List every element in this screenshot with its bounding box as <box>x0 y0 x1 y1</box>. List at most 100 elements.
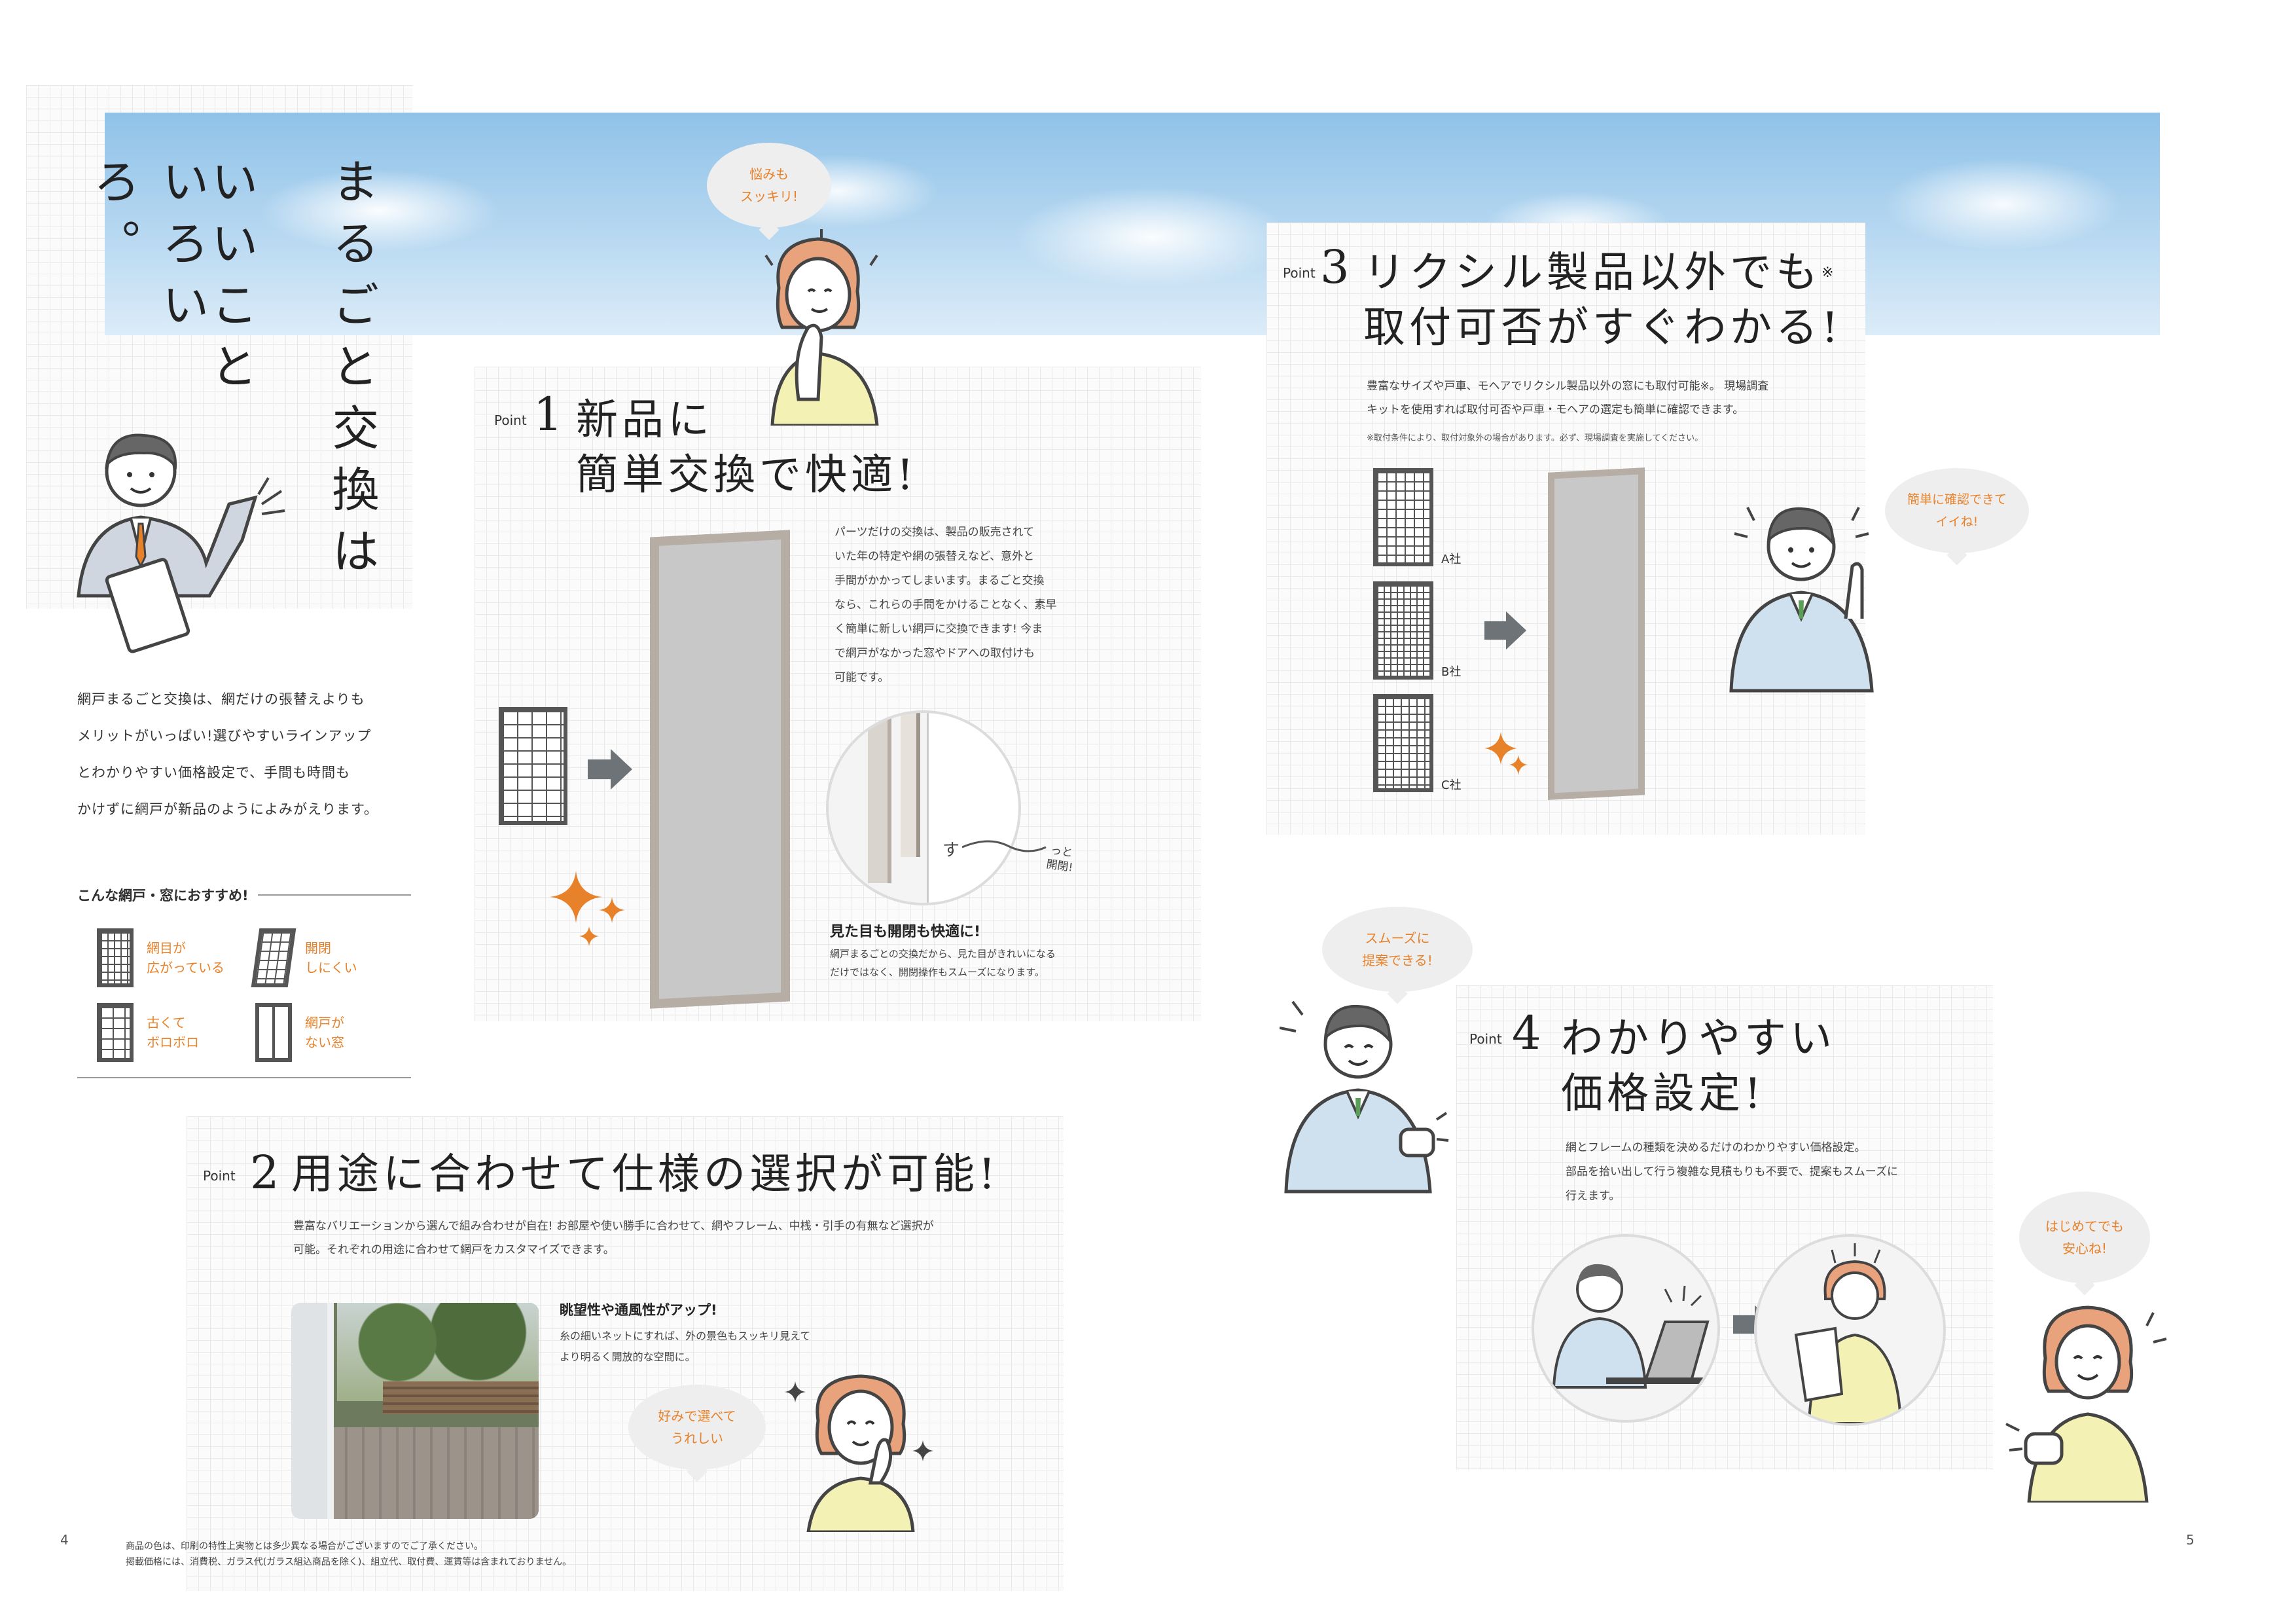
recommend-label: 網目が 広がっている <box>147 940 224 976</box>
body-line: 可能。それぞれの用途に合わせて網戸をカスタマイズできます。 <box>293 1243 615 1256</box>
body-line: で網戸がなかった窓やドアへの取付けも <box>834 647 1035 660</box>
point-title: わかりやすい 価格設定! <box>1561 1012 1836 1122</box>
arrow-right-icon <box>588 749 632 790</box>
point-number: 2 <box>250 1146 279 1199</box>
headline-col-3: いろいろ。 <box>85 157 209 342</box>
recommend-label: 開閉 しにくい <box>305 940 357 976</box>
title-line: 簡単交換で快適! <box>576 451 918 500</box>
point-title: 新品に 簡単交換で快適! <box>576 393 918 503</box>
recommend-bottom-divider <box>77 1077 411 1078</box>
body-line: パーツだけの交換は、製品の販売されて <box>834 526 1035 539</box>
title-text: リクシル製品以外でも <box>1363 249 1821 297</box>
point-number: 4 <box>1512 1006 1541 1060</box>
speech-bubble: はじめてでも 安心ね! <box>2019 1192 2150 1283</box>
speech-bubble: 簡単に確認できて イイね! <box>1885 468 2029 553</box>
old-screen-icon <box>499 707 567 825</box>
swoosh-line <box>962 840 1047 852</box>
document-woman-illustration <box>1794 1243 1903 1423</box>
sub-body-line: より明るく開放的な空間に。 <box>560 1351 696 1363</box>
screen-a-icon <box>1373 468 1433 566</box>
arrow-right-icon <box>1484 611 1527 650</box>
sub-body-line: 糸の細いネットにすれば、外の景色もスッキリ見えて <box>560 1330 811 1342</box>
point1-body: パーツだけの交換は、製品の販売されて いた年の特定や網の張替えなど、意外と 手間… <box>834 520 1109 690</box>
body-line: 部品を拾い出して行う複雑な見積もりも不要で、提案もスムーズに <box>1566 1165 1898 1178</box>
recommend-item: 古くて ボロボロ <box>97 1003 199 1062</box>
point-title: リクシル製品以外でも※ 取付可否がすぐわかる! <box>1363 246 1842 356</box>
footnote-line: 商品の色は、印刷の特性上実物とは多少異なる場合がございますのでご了承ください。 <box>126 1541 483 1552</box>
laptop-worker-circle <box>1532 1234 1720 1423</box>
point-label: Point <box>1469 1031 1502 1047</box>
point4-body: 網とフレームの種類を決めるだけのわかりやすい価格設定。 部品を拾い出して行う複雑… <box>1566 1136 1998 1209</box>
point1-sub-title: 見た目も開閉も快適に! <box>830 924 981 940</box>
new-screen-panel <box>650 530 790 1009</box>
body-line: 可能です。 <box>834 671 889 684</box>
divider <box>257 894 411 896</box>
company-label: C社 <box>1441 778 1462 792</box>
company-label: B社 <box>1441 665 1462 679</box>
intro-line: 網戸まるごと交換は、網だけの張替えよりも <box>77 691 365 707</box>
title-line: 取付可否がすぐわかる! <box>1363 304 1842 352</box>
worker-man-illustration <box>1729 507 1874 693</box>
happy-woman-illustration <box>785 1374 933 1532</box>
point-label: Point <box>203 1168 236 1184</box>
worker-man-illustration <box>1280 1000 1449 1194</box>
speech-bubble: 悩みも スッキリ! <box>707 143 831 228</box>
garden-view-photo <box>291 1303 539 1519</box>
recommend-item: 開閉 しにくい <box>251 928 357 987</box>
headline-col-1: まるごと交換は <box>324 157 379 588</box>
happy-customer-circle <box>1754 1234 1946 1426</box>
headline-col-2: いいこと <box>203 157 258 403</box>
speech-bubble: 好みで選べて うれしい <box>628 1385 766 1470</box>
title-line: 価格設定! <box>1561 1070 1765 1118</box>
footnote-line: 掲載価格には、消費税、ガラス代(ガラス組込商品を除く)、組立代、取付費、運賃等は… <box>126 1557 572 1567</box>
intro-line: とわかりやすい価格設定で、手間も時間も <box>77 765 351 780</box>
recommend-title-text: こんな網戸・窓におすすめ! <box>77 888 249 903</box>
title-line: わかりやすい <box>1561 1015 1836 1063</box>
title-line: 新品に <box>576 396 713 445</box>
body-line: キットを使用すれば取付可否や戸車・モヘアの選定も簡単に確認できます。 <box>1367 403 1744 416</box>
slide-text-open: っと 開閉! <box>1045 843 1074 875</box>
frame-closeup <box>868 713 891 883</box>
screen-c-icon <box>1373 694 1433 792</box>
body-line: 行えます。 <box>1566 1190 1621 1203</box>
body-line: なら、これらの手間をかけることなく、素早 <box>834 598 1057 611</box>
point1-grid-bg <box>475 367 1201 1021</box>
relieved-woman-illustration <box>2005 1305 2167 1503</box>
point-number: 1 <box>533 388 563 441</box>
company-label: A社 <box>1441 553 1462 566</box>
presenter-man-illustration <box>77 433 285 653</box>
point2-body: 豊富なバリエーションから選んで組み合わせが自在! お部屋や使い勝手に合わせて、網… <box>293 1214 1059 1262</box>
footnote: 商品の色は、印刷の特性上実物とは多少異なる場合がございますのでご了承ください。 … <box>126 1539 571 1570</box>
sparkle-icon <box>1484 732 1528 775</box>
thinking-woman-illustration <box>764 229 879 426</box>
intro-line: かけずに網戸が新品のようによみがえります。 <box>77 801 378 817</box>
frame-closeup <box>927 713 1018 903</box>
body-line: 網とフレームの種類を決めるだけのわかりやすい価格設定。 <box>1566 1141 1866 1154</box>
photo-deck <box>331 1427 539 1519</box>
sub-body-line: だけではなく、開閉操作もスムーズになります。 <box>830 966 1045 978</box>
body-line: 豊富なサイズや戸車、モヘアでリクシル製品以外の窓にも取付可能※。 現場調査 <box>1367 380 1769 393</box>
speech-bubble: スムーズに 提案できる! <box>1322 907 1473 992</box>
point-title: 用途に合わせて仕様の選択が可能! <box>291 1150 999 1199</box>
intro-line: メリットがいっぱい!選びやすいラインアップ <box>77 728 372 744</box>
body-line: 豊富なバリエーションから選んで組み合わせが自在! お部屋や使い勝手に合わせて、網… <box>293 1220 934 1233</box>
recommend-item: 網目が 広がっている <box>97 928 224 987</box>
point-label: Point <box>1283 265 1316 281</box>
body-line: 手間がかかってしまいます。まるごと交換 <box>834 574 1045 587</box>
title-line: リクシル製品以外でも※ <box>1363 246 1842 301</box>
slide-text-su: す <box>942 841 960 860</box>
frame-closeup <box>901 713 920 857</box>
closeup-photo <box>826 710 1021 905</box>
point2-sub-body: 糸の細いネットにすれば、外の景色もスッキリ見えて より明るく開放的な空間に。 <box>560 1326 900 1368</box>
point-number: 3 <box>1320 240 1350 294</box>
new-screen-panel <box>1548 467 1645 800</box>
recommend-title: こんな網戸・窓におすすめ! <box>77 885 411 905</box>
point4-grid-bg <box>1456 985 1993 1470</box>
footnote-mark: ※ <box>1821 264 1838 281</box>
stretched-mesh-icon <box>97 928 134 987</box>
body-line: く簡単に新しい網戸に交換できます! 今ま <box>834 623 1043 636</box>
worn-screen-icon <box>97 1003 134 1062</box>
laptop-worker-illustration <box>1552 1264 1710 1389</box>
point1-sub-body: 網戸まるごとの交換だから、見た目がきれいになる だけではなく、開閉操作もスムーズ… <box>830 945 1170 981</box>
recommend-label: 古くて ボロボロ <box>147 1015 199 1050</box>
